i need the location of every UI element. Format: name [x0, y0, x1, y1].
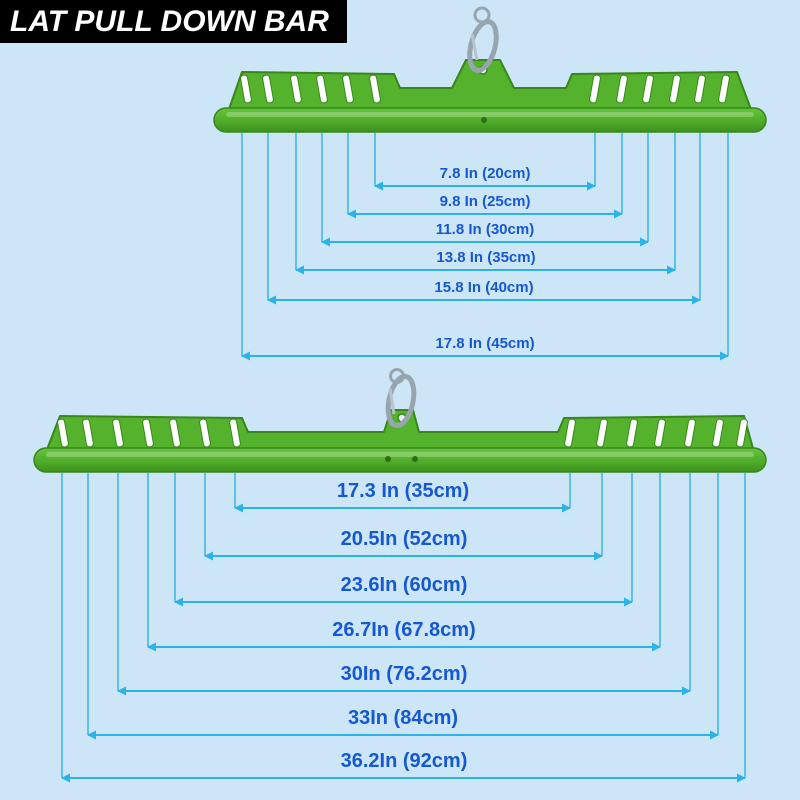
grip-slot [654, 418, 666, 448]
grip-slot [684, 418, 696, 448]
grip-slot [712, 418, 724, 448]
dimension: 17.8 In (45cm) [241, 133, 729, 361]
dimension: 20.5In (52cm) [204, 473, 603, 561]
long-bar [33, 368, 767, 473]
dimension-label: 17.3 In (35cm) [337, 480, 469, 502]
grip-slot [240, 74, 252, 104]
dimension-label: 33In (84cm) [348, 707, 458, 729]
grip-slot [616, 74, 628, 104]
screw [385, 456, 391, 462]
dimension-label: 26.7In (67.8cm) [332, 619, 475, 641]
page-title: LAT PULL DOWN BAR [10, 4, 329, 38]
carabiner-body [385, 373, 417, 429]
long-bar-dimensions: 17.3 In (35cm) 20.5In (52cm) 23.6In (60c… [61, 473, 746, 783]
dimension-label: 15.8 In (40cm) [434, 279, 533, 296]
grip-slot [229, 418, 241, 448]
dimension: 15.8 In (40cm) [267, 133, 701, 305]
carabiner-body [467, 19, 499, 73]
grip-slot [290, 74, 302, 104]
screw [412, 456, 418, 462]
screw [481, 117, 487, 123]
grip-slot [316, 74, 328, 104]
tube-highlight [46, 452, 754, 457]
dimension-label: 30In (76.2cm) [341, 663, 468, 685]
dimension-label: 17.8 In (45cm) [435, 335, 534, 352]
dimension-label: 11.8 In (30cm) [436, 221, 534, 238]
dimension-label: 36.2In (92cm) [341, 750, 468, 772]
grip-slot [369, 74, 381, 104]
grip-slot [82, 418, 94, 448]
grip-slot [199, 418, 211, 448]
dimension: 11.8 In (30cm) [321, 133, 649, 247]
dimension: 30In (76.2cm) [117, 473, 691, 696]
short-bar-dimensions: 7.8 In (20cm) 9.8 In (25cm) 11.8 In (30c… [241, 133, 729, 361]
grip-slot [564, 418, 576, 448]
grip-slot [112, 418, 124, 448]
grip-slot [626, 418, 638, 448]
carabiner-clip-icon [385, 368, 417, 429]
dimension: 33In (84cm) [87, 473, 719, 740]
carabiner-gate [470, 33, 479, 61]
grip-slot [596, 418, 608, 448]
dimension-label: 9.8 In (25cm) [440, 193, 531, 210]
grip-slot [694, 74, 706, 104]
grip-slot [642, 74, 654, 104]
dimension: 26.7In (67.8cm) [147, 473, 661, 652]
title-banner: LAT PULL DOWN BAR [0, 0, 347, 43]
grip-slot [169, 418, 181, 448]
grip-slot [57, 418, 69, 448]
carabiner-gate [388, 388, 396, 415]
bar-tube [33, 447, 767, 473]
short-bar [213, 6, 767, 133]
dimension: 36.2In (92cm) [61, 473, 746, 783]
dimension-label: 20.5In (52cm) [341, 528, 468, 550]
dimension: 17.3 In (35cm) [234, 473, 571, 513]
grip-slot [342, 74, 354, 104]
grip-slot [142, 418, 154, 448]
carabiner-clip-icon [467, 6, 499, 73]
bar-tube [213, 107, 767, 133]
dimension-label: 13.8 In (35cm) [436, 249, 535, 266]
grip-slot [589, 74, 601, 104]
dimension: 9.8 In (25cm) [347, 133, 623, 219]
grip-slot [718, 74, 730, 104]
grip-slot [669, 74, 681, 104]
dimension: 13.8 In (35cm) [295, 133, 676, 275]
dimension-label: 23.6In (60cm) [341, 574, 468, 596]
dimension: 7.8 In (20cm) [374, 133, 596, 191]
tube-highlight [226, 112, 754, 117]
dimension-label: 7.8 In (20cm) [440, 165, 531, 182]
grip-slot [262, 74, 274, 104]
grip-slot [736, 418, 748, 448]
dimension: 23.6In (60cm) [174, 473, 633, 607]
